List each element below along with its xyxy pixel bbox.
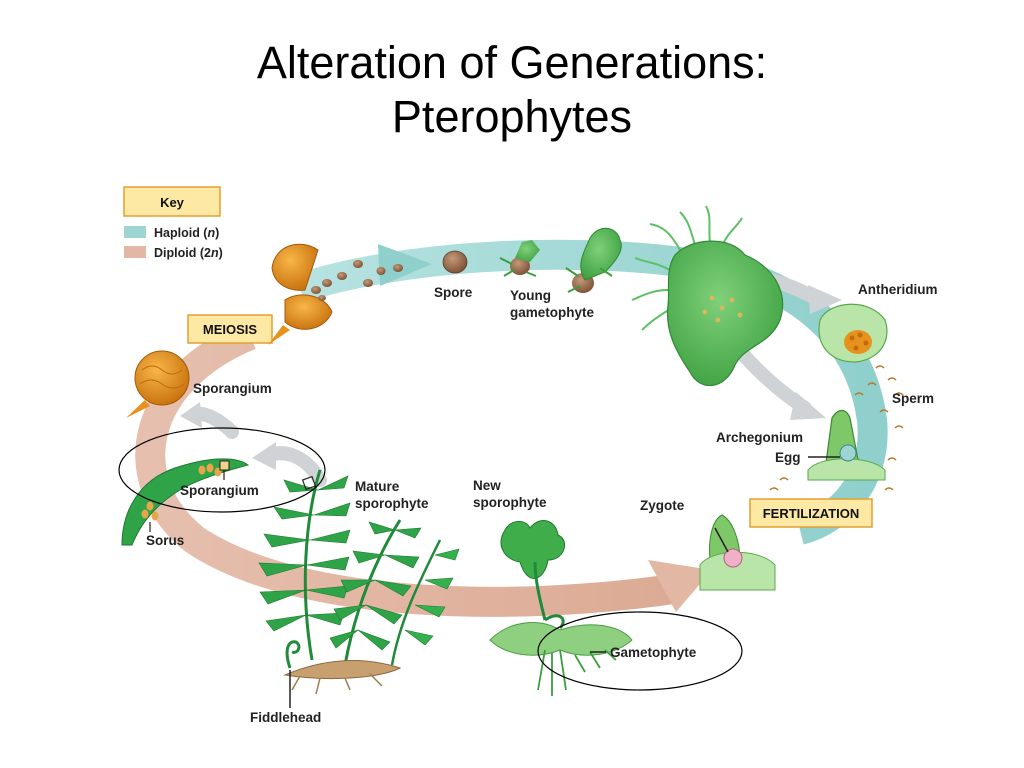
- svg-text:MEIOSIS: MEIOSIS: [203, 322, 258, 337]
- svg-text:FERTILIZATION: FERTILIZATION: [763, 506, 860, 521]
- label-sperm: Sperm: [892, 391, 934, 406]
- label-archegonium: Archegonium: [716, 430, 803, 445]
- label-zygote: Zygote: [640, 498, 685, 513]
- label-new: New: [473, 478, 501, 493]
- label-sporangium-lower: Sporangium: [180, 483, 259, 498]
- label-mature: Mature: [355, 479, 400, 494]
- label-spore: Spore: [434, 285, 473, 300]
- mature-sporophyte-illustration: [258, 469, 460, 708]
- sperm-illustration: [769, 365, 904, 491]
- title-line-2: Pterophytes: [391, 91, 633, 142]
- label-egg: Egg: [775, 450, 801, 465]
- label-fiddlehead: Fiddlehead: [250, 710, 321, 725]
- label-gametophyte: Gametophyte: [610, 645, 697, 660]
- meiosis-box: MEIOSIS: [187, 314, 273, 344]
- label-sporangium-upper: Sporangium: [193, 381, 272, 396]
- label-antheridium: Antheridium: [858, 282, 938, 297]
- spore-illustration: [442, 250, 468, 274]
- key-haploid: Haploid (n): [154, 226, 219, 240]
- label-sorus: Sorus: [146, 533, 184, 548]
- label-sporophyte-mature: sporophyte: [355, 496, 429, 511]
- gametophyte-highlight-oval: [537, 611, 743, 691]
- page-title: Alteration of Generations: Pterophytes: [0, 36, 1024, 144]
- haploid-swatch: [124, 226, 146, 238]
- frond-section-illustration: [121, 458, 250, 546]
- diploid-arrowhead: [648, 560, 712, 612]
- title-line-1: Alteration of Generations:: [256, 37, 768, 88]
- key-legend: Key Haploid (n) Diploid (2n): [123, 186, 223, 260]
- new-sporophyte-illustration: [489, 520, 633, 696]
- sporangium-illustration: [126, 350, 190, 418]
- label-sporophyte-new: sporophyte: [473, 495, 547, 510]
- antheridium-illustration: [818, 303, 888, 363]
- label-young: Young: [510, 288, 551, 303]
- archegonium-illustration: [807, 409, 886, 481]
- key-diploid: Diploid (2n): [154, 246, 223, 260]
- zygote-illustration: [699, 514, 776, 591]
- sporangium-highlight-oval: [118, 427, 326, 513]
- label-gametophyte-young: gametophyte: [510, 305, 595, 320]
- haploid-arrowhead: [378, 244, 432, 286]
- fertilization-box: FERTILIZATION: [749, 498, 873, 528]
- opened-sporangium-illustration: [268, 243, 333, 345]
- young-gametophyte-illustration: [499, 227, 622, 293]
- key-heading: Key: [160, 195, 185, 210]
- released-spores: [337, 260, 403, 287]
- process-arrowheads: [180, 285, 842, 470]
- diploid-swatch: [124, 246, 146, 258]
- mature-gametophyte-illustration: [631, 205, 784, 387]
